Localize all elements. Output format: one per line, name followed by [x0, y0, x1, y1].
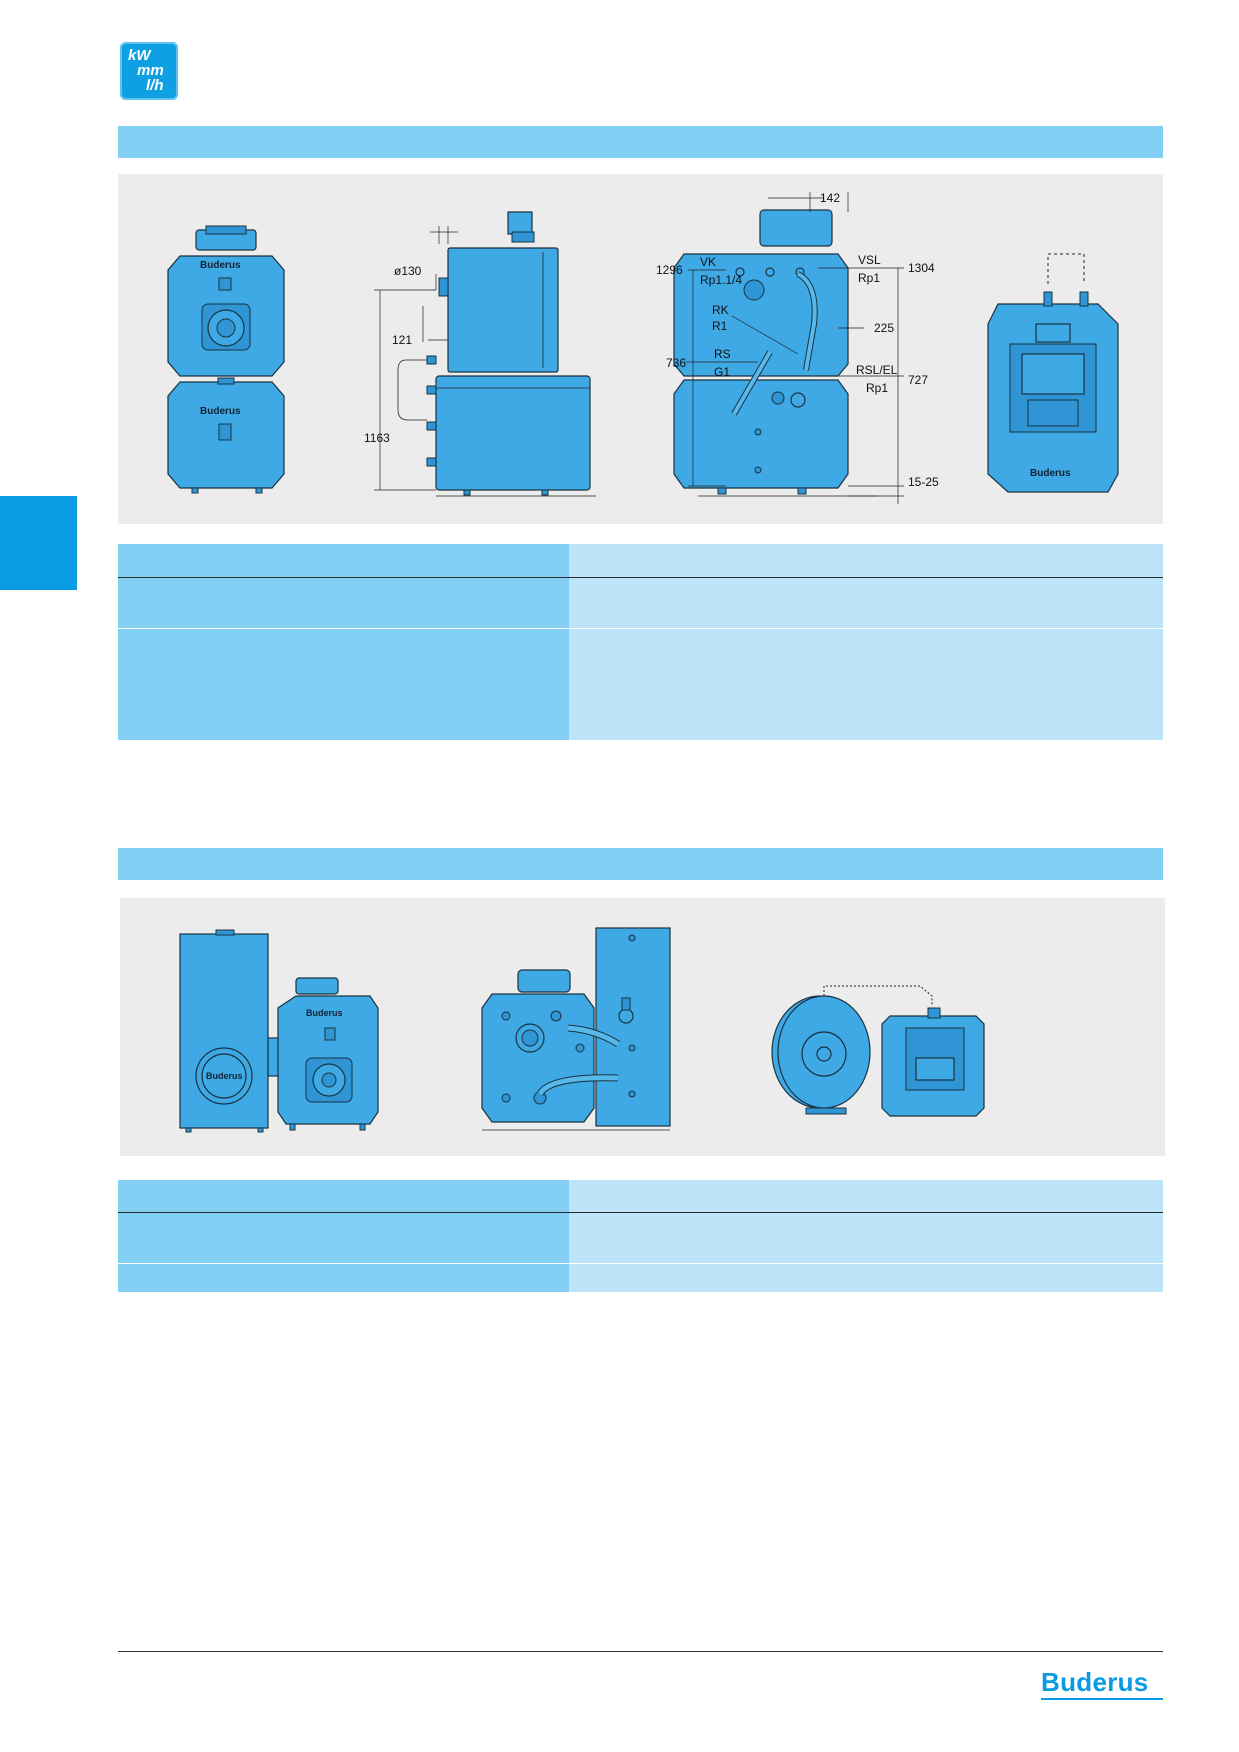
section-2-heading-band — [118, 848, 1163, 880]
dim-121: 121 — [392, 333, 412, 347]
boiler-brand: Buderus — [306, 1008, 343, 1018]
front-brand-lower: Buderus — [200, 406, 241, 417]
table-2-row-rule — [118, 1263, 1163, 1264]
tank-and-boiler-front: Buderus Buderus — [179, 929, 379, 1133]
tank-and-boiler-top — [771, 985, 985, 1117]
dim-15-25: 15-25 — [908, 475, 939, 489]
rear-view-boiler: 142 1296 VK Rp1.1/4 1304 VSL Rp1 RK R1 2… — [656, 191, 939, 504]
dim-727: 727 — [908, 373, 928, 387]
table-2-header-right — [569, 1180, 1163, 1212]
front-brand-upper: Buderus — [200, 260, 241, 271]
icon-line-lh: l/h — [146, 77, 164, 94]
table-1-header-right — [569, 544, 1163, 577]
section-1-heading-band — [118, 126, 1163, 158]
table-1-header-rule — [118, 577, 1163, 578]
footer-rule — [118, 1651, 1163, 1652]
port-vk: VK — [700, 255, 716, 269]
icon-line-mm: mm — [137, 62, 164, 79]
section-1-table — [118, 544, 1163, 740]
unit-kw-mm-lh-icon: kW mm l/h — [120, 42, 178, 100]
table-2-row-1-right — [569, 1213, 1163, 1263]
chapter-side-tab — [0, 496, 77, 590]
figure-2-installation-drawings: .bl2 { fill:#3fa9e6; stroke:#1a3340; str… — [120, 898, 1165, 1156]
boiler-and-tank-rear — [481, 927, 671, 1131]
dim-1304: 1304 — [908, 261, 935, 275]
section-2-table — [118, 1180, 1163, 1292]
table-2-row-2-right — [569, 1264, 1163, 1292]
port-rs-thread: G1 — [714, 365, 730, 379]
table-1-row-2-left — [118, 629, 569, 740]
port-rsl-thread: Rp1 — [866, 381, 888, 395]
table-2-header-left — [118, 1180, 569, 1212]
port-rsl-el: RSL/EL — [856, 363, 898, 377]
footer-brand-underline — [1041, 1698, 1163, 1700]
table-1-row-1-left — [118, 578, 569, 628]
table-1-row-2-right — [569, 629, 1163, 740]
dim-142: 142 — [820, 191, 840, 205]
dim-diameter-130: ø130 — [394, 264, 422, 278]
port-vk-thread: Rp1.1/4 — [700, 273, 742, 287]
port-rs: RS — [714, 347, 731, 361]
dim-225: 225 — [874, 321, 894, 335]
tank-brand: Buderus — [206, 1071, 243, 1081]
table-2-header-rule — [118, 1212, 1163, 1213]
dim-1296: 1296 — [656, 263, 683, 277]
dim-1163: 1163 — [364, 431, 390, 445]
top-brand: Buderus — [1030, 468, 1071, 479]
table-2-row-1-left — [118, 1213, 569, 1263]
table-1-row-1-right — [569, 578, 1163, 628]
table-2-row-2-left — [118, 1264, 569, 1292]
dim-736: 736 — [666, 356, 686, 370]
top-view-boiler: Buderus — [987, 253, 1119, 493]
table-1-row-rule — [118, 628, 1163, 629]
front-view-boiler: Buderus Buderus — [167, 225, 285, 494]
table-1-header-left — [118, 544, 569, 577]
figure-1-svg: .bl { fill:#3fa9e6; stroke:#1a3340; stro… — [167, 191, 1119, 504]
side-view-boiler: ø130 121 1163 — [364, 211, 596, 497]
footer-brand-logo: Buderus — [1041, 1667, 1149, 1697]
port-vsl-thread: Rp1 — [858, 271, 880, 285]
port-vsl: VSL — [858, 253, 881, 267]
port-rk: RK — [712, 303, 729, 317]
figure-1-dimension-drawings: .bl { fill:#3fa9e6; stroke:#1a3340; stro… — [118, 174, 1163, 524]
figure-2-svg: .bl2 { fill:#3fa9e6; stroke:#1a3340; str… — [179, 927, 985, 1133]
icon-line-kw: kW — [128, 47, 151, 64]
port-rk-thread: R1 — [712, 319, 728, 333]
